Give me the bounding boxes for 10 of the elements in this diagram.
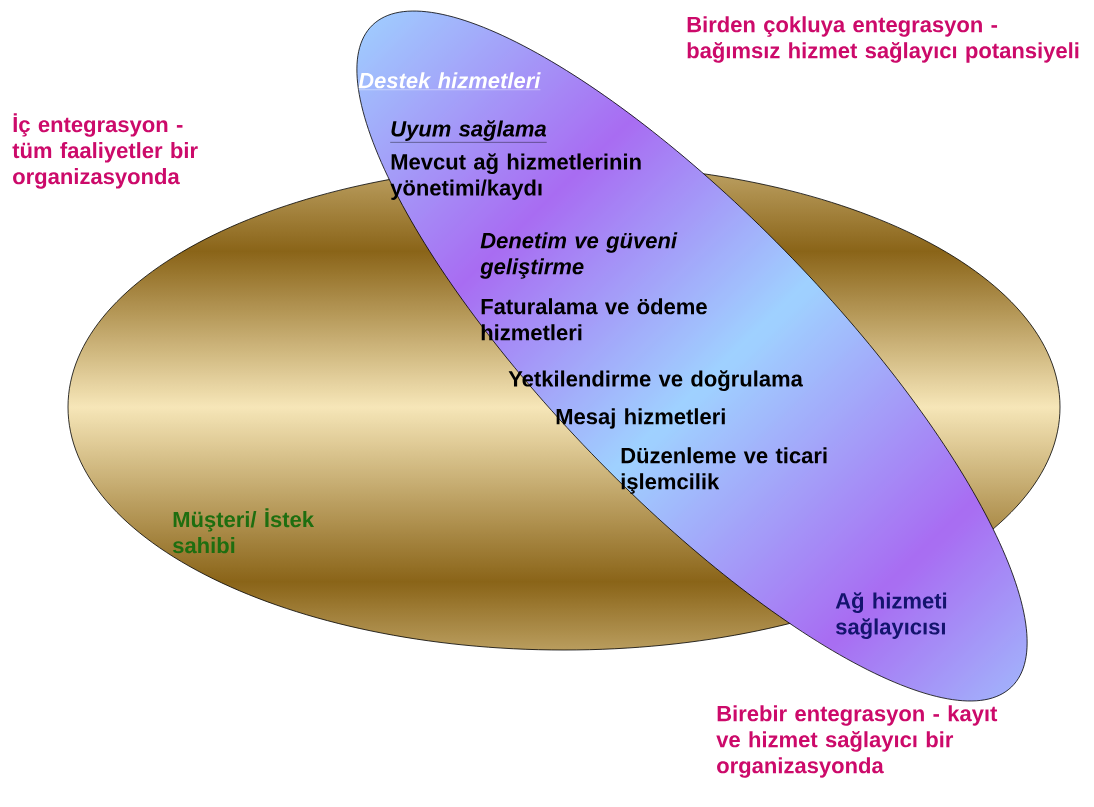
label-text: Müşteri/ İstek sahibi: [172, 508, 315, 554]
label-text: Düzenleme ve ticari işlemcilik: [621, 447, 827, 494]
note-text: Birden çokluya entegrasyon - bağımsız hizmet sağlayıcı potansiyeli: [687, 16, 1079, 63]
note-text: İç entegrasyon - tüm faaliyetler bir organizasyonda: [12, 113, 198, 189]
heading: Uyum sağlama: [390, 120, 547, 143]
heading: Destek hizmetleri: [358, 72, 541, 90]
note-text: Birebir entegrasyon - kayıt ve hizmet sağlayıcı bir organizasyonda: [716, 705, 998, 778]
label-text: Ağ hizmeti sağlayıcısı: [835, 592, 947, 640]
heading: Denetim ve güveni geliştirme: [480, 232, 678, 279]
label-text: Mesaj hizmetleri: [556, 408, 725, 429]
